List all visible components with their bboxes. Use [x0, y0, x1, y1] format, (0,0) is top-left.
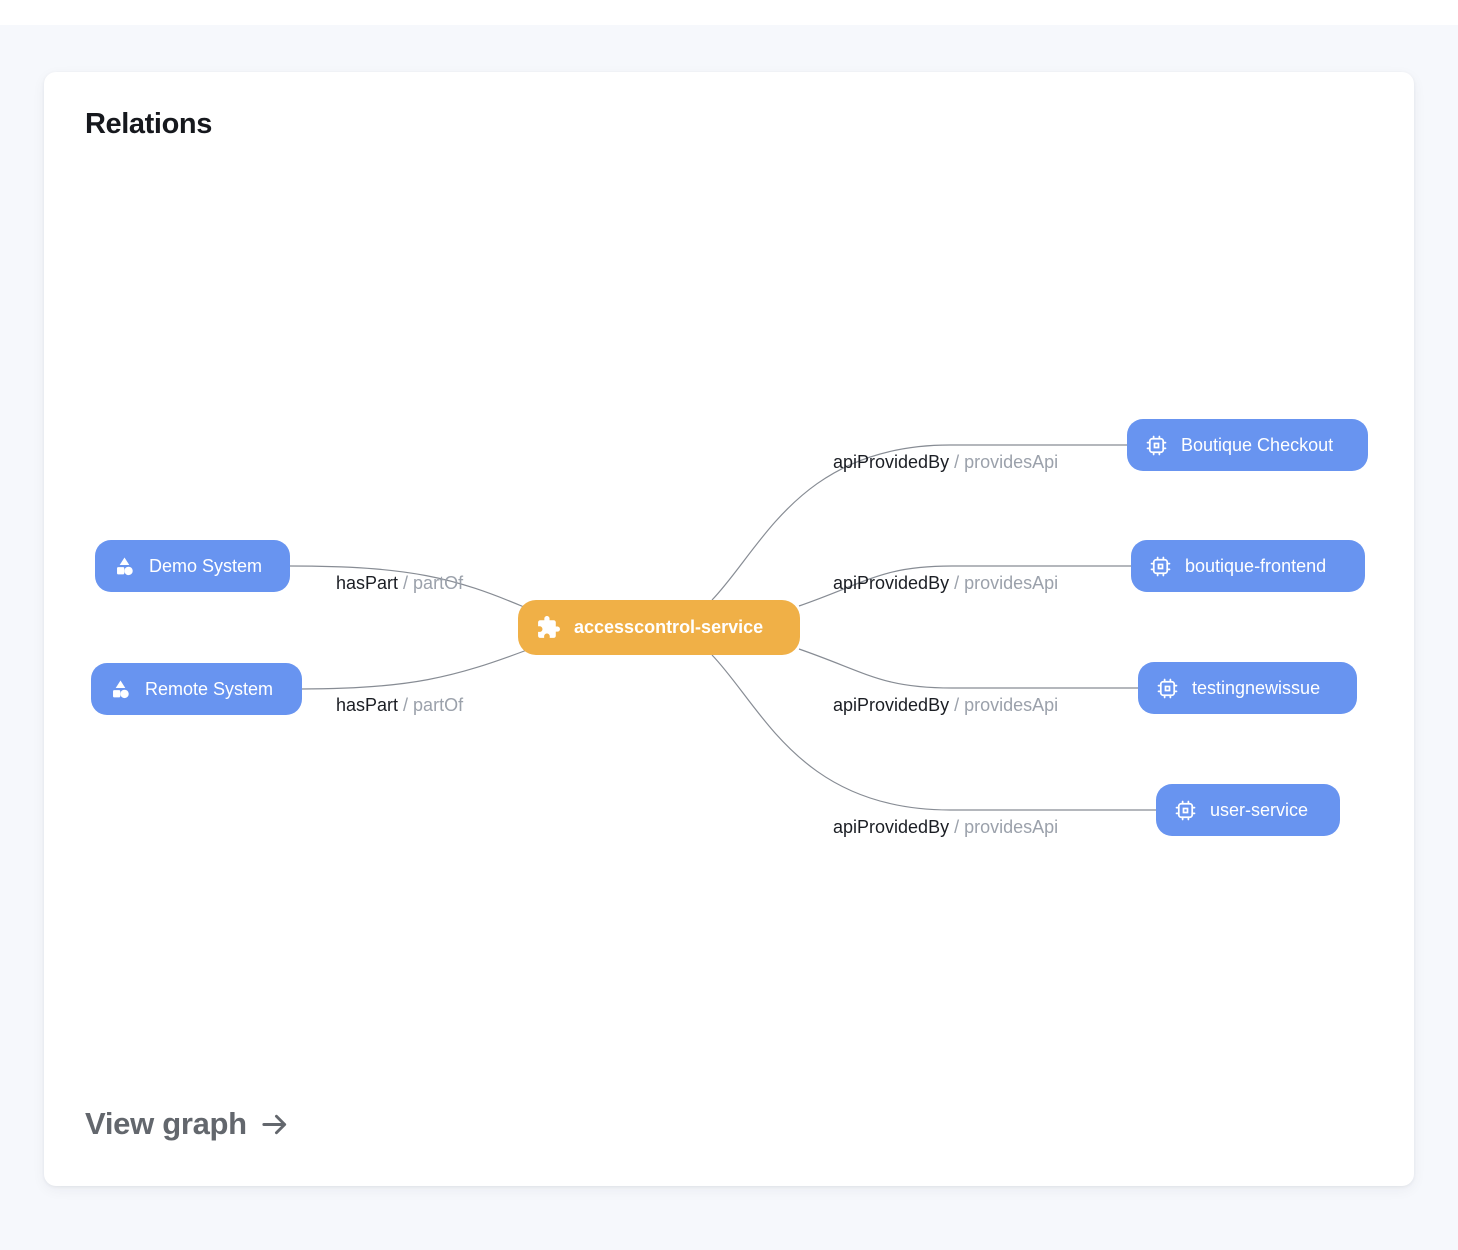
node-label: Boutique Checkout — [1181, 434, 1334, 455]
node-label: user-service — [1210, 799, 1309, 820]
node-boutique-checkout[interactable]: Boutique Checkout — [1127, 419, 1368, 471]
system-shapes-icon — [113, 555, 136, 578]
edge-label-api-frontend: apiProvidedBy/ providesApi — [833, 573, 1059, 593]
view-graph-link[interactable]: View graph — [85, 1106, 290, 1142]
node-boutique-frontend[interactable]: boutique-frontend — [1131, 540, 1365, 592]
edge-label-api-testing: apiProvidedBy/ providesApi — [833, 695, 1059, 715]
edge-label-haspart-demo: hasPart/ partOf — [336, 573, 464, 593]
node-accesscontrol-service[interactable]: accesscontrol-service — [518, 600, 800, 655]
node-label: Remote System — [145, 678, 274, 699]
node-label: Demo System — [149, 555, 263, 576]
service-chip-icon — [1149, 555, 1172, 578]
edge-label-api-checkout: apiProvidedBy/ providesApi — [833, 452, 1059, 472]
puzzle-piece-icon — [536, 615, 561, 640]
node-label: testingnewissue — [1192, 677, 1321, 698]
service-chip-icon — [1145, 434, 1168, 457]
edge-label-haspart-remote: hasPart/ partOf — [336, 695, 464, 715]
card-title: Relations — [85, 108, 212, 140]
service-chip-icon — [1174, 799, 1197, 822]
node-remote-system[interactable]: Remote System — [91, 663, 302, 715]
arrow-right-icon — [259, 1109, 290, 1140]
node-label: accesscontrol-service — [574, 617, 764, 637]
service-chip-icon — [1156, 677, 1179, 700]
node-user-service[interactable]: user-service — [1156, 784, 1340, 836]
node-demo-system[interactable]: Demo System — [95, 540, 290, 592]
view-graph-label: View graph — [85, 1106, 247, 1141]
node-label: boutique-frontend — [1185, 555, 1327, 576]
node-testingnewissue[interactable]: testingnewissue — [1138, 662, 1357, 714]
system-shapes-icon — [109, 678, 132, 701]
edge-label-api-user: apiProvidedBy/ providesApi — [833, 817, 1059, 837]
